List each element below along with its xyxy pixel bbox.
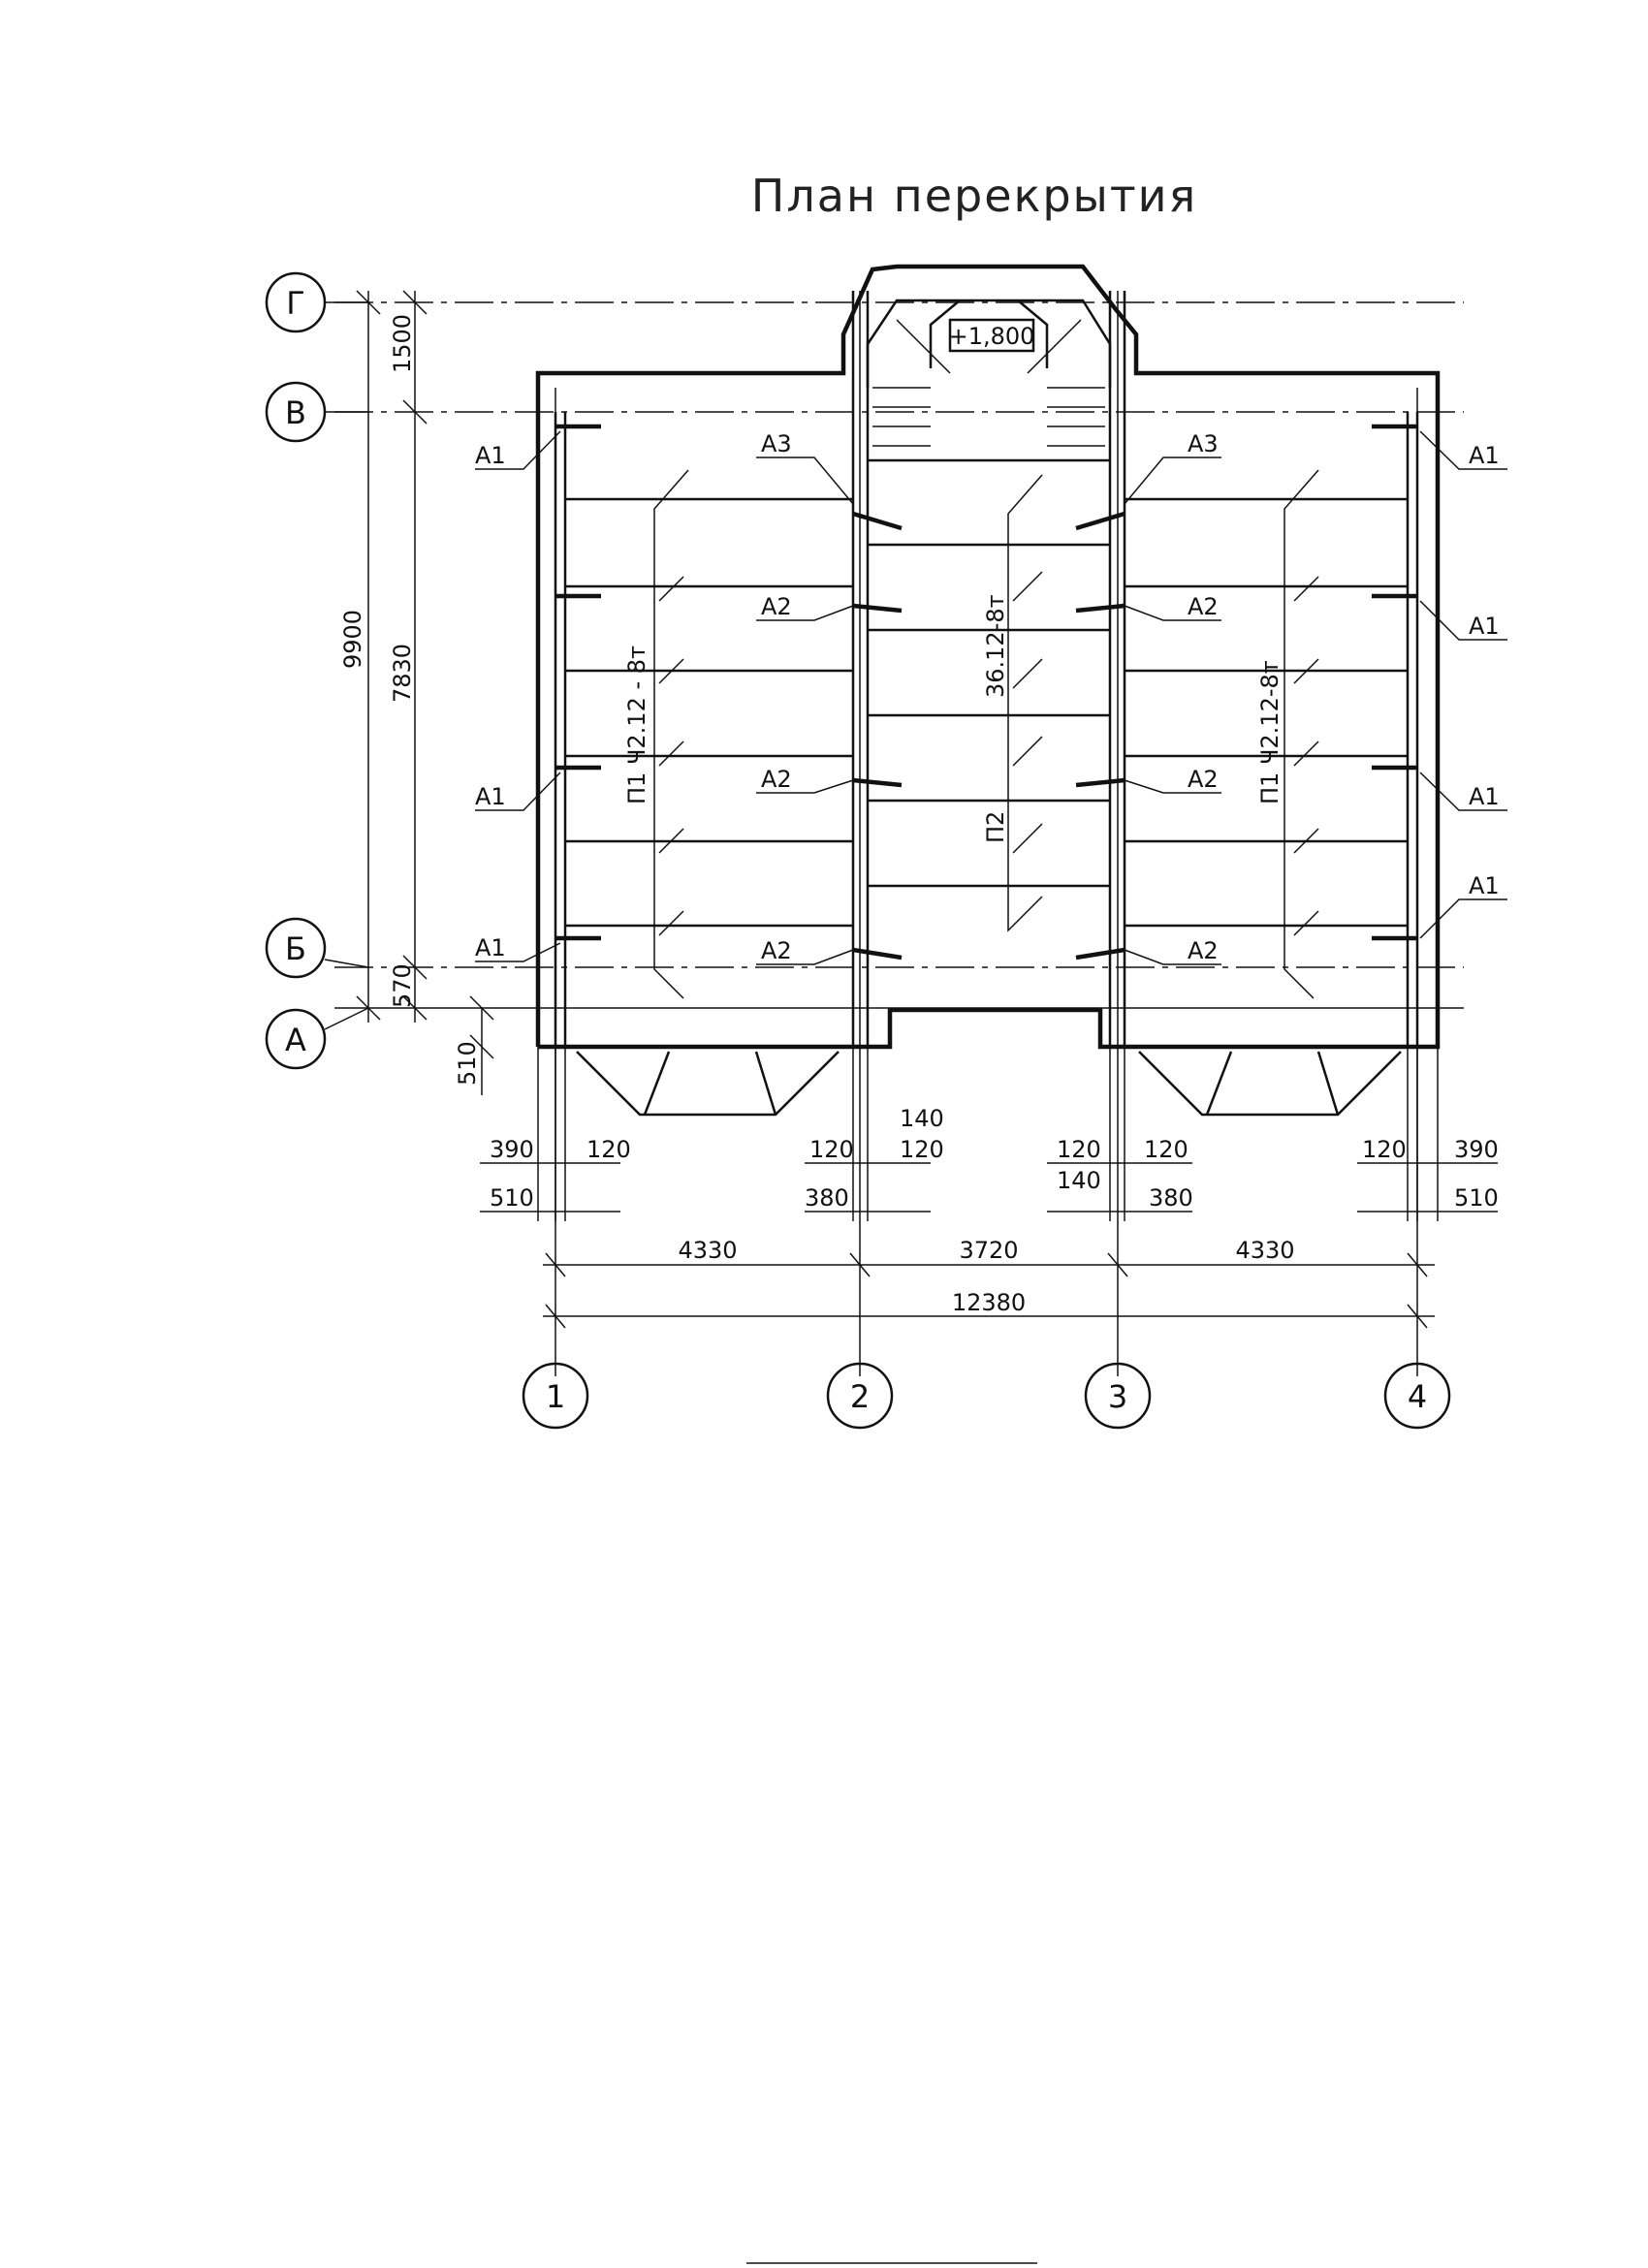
svg-text:Б: Б [285, 930, 306, 967]
row-axis-b: Б [265, 917, 369, 979]
left-dimension-lines [356, 290, 494, 1095]
svg-text:4: 4 [1408, 1378, 1427, 1415]
dim-7830: 7830 [389, 644, 416, 703]
column-axis-4: 4 [1383, 1362, 1451, 1430]
anchor-label-a1: А1 [475, 783, 506, 810]
slab-markers [653, 469, 1319, 999]
row-axis-v: В [265, 381, 368, 443]
anchor-label-a2: А2 [1188, 766, 1219, 793]
svg-text:3: 3 [1108, 1378, 1127, 1415]
row-axis-a: А [265, 1007, 369, 1070]
dim-380-axis3: 380 [1149, 1184, 1193, 1212]
column-axis-3: 3 [1084, 1362, 1152, 1430]
anchor-label-a2: А2 [761, 766, 792, 793]
dim-9900: 9900 [339, 610, 366, 669]
dim-390-right: 390 [1454, 1136, 1499, 1163]
dim-120-axis3-b: 120 [1144, 1136, 1188, 1163]
dim-1500: 1500 [389, 314, 416, 373]
outer-walls [535, 264, 1441, 1050]
anchor-label-a3: А3 [1188, 430, 1219, 457]
bottom-dimension-lines [480, 1162, 1498, 1329]
dim-120-axis2-b: 120 [900, 1136, 944, 1163]
porches [537, 1047, 1439, 1221]
drawing-title: План перекрытия [751, 170, 1197, 222]
slab-panels [565, 497, 1408, 928]
anchor-label-a1: А1 [475, 442, 506, 469]
anchor-marks [555, 424, 1417, 961]
svg-text:Г: Г [286, 285, 305, 322]
level-mark: +1,800 [949, 323, 1035, 350]
svg-text:А: А [285, 1022, 306, 1058]
anchor-label-a1: А1 [1469, 442, 1500, 469]
level-mark-box [948, 318, 1035, 353]
stair-block [866, 299, 1112, 462]
anchor-label-a1: А1 [1469, 613, 1500, 640]
anchor-label-a1: А1 [1469, 872, 1500, 899]
dim-140-axis3: 140 [1057, 1167, 1101, 1194]
dim-570: 570 [389, 963, 416, 1008]
dim-140-axis2: 140 [900, 1105, 944, 1132]
dim-total: 12380 [952, 1289, 1026, 1316]
anchor-label-a2: А2 [761, 593, 792, 620]
svg-text:1: 1 [546, 1378, 565, 1415]
slab-label-middle-top: 36.12-8т [982, 594, 1009, 698]
anchor-leaders [475, 430, 1507, 965]
dim-span-1: 4330 [678, 1237, 737, 1264]
row-axis-g: Г [265, 271, 368, 333]
dim-span-2: 3720 [959, 1237, 1018, 1264]
dim-390-left: 390 [490, 1136, 534, 1163]
anchor-label-a1: А1 [475, 934, 506, 961]
slab-label-right: П1 Ч2.12-8т [1256, 660, 1284, 804]
dim-510-right: 510 [1454, 1184, 1499, 1212]
dim-120-axis2-a: 120 [809, 1136, 854, 1163]
svg-text:2: 2 [850, 1378, 870, 1415]
svg-text:В: В [285, 394, 306, 431]
anchor-label-a2: А2 [1188, 593, 1219, 620]
slab-label-left: П1 Ч2.12 - 8т [623, 646, 650, 804]
anchor-label-a2: А2 [1188, 937, 1219, 964]
dim-120-axis3-a: 120 [1057, 1136, 1101, 1163]
dim-510-left: 510 [490, 1184, 534, 1212]
dim-510: 510 [454, 1041, 481, 1086]
column-axis-2: 2 [826, 1362, 894, 1430]
anchor-label-a1: А1 [1469, 783, 1500, 810]
slab-label-middle-bottom: П2 [982, 811, 1009, 843]
dim-380-axis2: 380 [805, 1184, 849, 1212]
dim-120-right: 120 [1362, 1136, 1407, 1163]
dim-120-left: 120 [586, 1136, 631, 1163]
column-axis-1: 1 [522, 1362, 589, 1430]
dim-span-3: 4330 [1235, 1237, 1294, 1264]
anchor-label-a2: А2 [761, 937, 792, 964]
anchor-label-a3: А3 [761, 430, 792, 457]
